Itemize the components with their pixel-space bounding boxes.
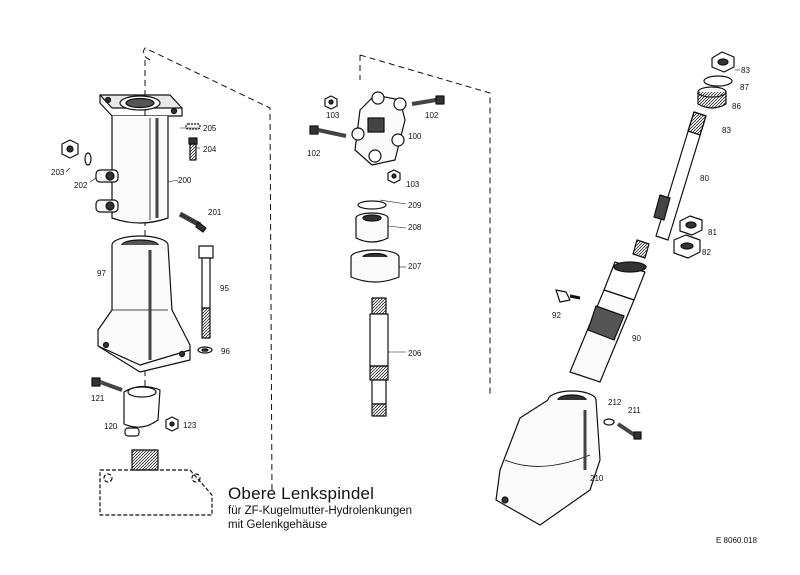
steering-gear-base-partial	[99, 449, 213, 516]
part-103-nut-top	[324, 95, 338, 110]
part-label-103-top: 103	[326, 111, 340, 120]
part-label-100: 100	[408, 132, 422, 141]
part-86-sleeve-nut	[697, 86, 727, 109]
part-207-collar	[350, 249, 400, 283]
part-label-96: 96	[221, 347, 230, 356]
part-100-universal-joint	[351, 91, 407, 166]
part-label-201: 201	[208, 208, 222, 217]
part-label-83-top: 83	[741, 66, 750, 75]
part-label-120: 120	[104, 422, 118, 431]
part-label-205: 205	[203, 124, 217, 133]
part-95-long-bolt	[198, 245, 214, 339]
part-96-washer	[197, 346, 213, 354]
part-202-washer	[84, 152, 92, 166]
part-label-202: 202	[74, 181, 88, 190]
part-label-211: 211	[628, 406, 641, 415]
part-200-upper-housing	[95, 94, 183, 224]
part-label-206: 206	[408, 349, 422, 358]
part-label-200: 200	[178, 176, 192, 185]
part-103-nut-bottom	[387, 169, 401, 184]
part-label-212: 212	[608, 398, 622, 407]
part-label-208: 208	[408, 223, 422, 232]
part-97-lower-housing	[97, 235, 191, 373]
part-label-81: 81	[708, 228, 717, 237]
diagram-subtitle-line2: mit Gelenkgehäuse	[228, 519, 328, 532]
leader-lines	[65, 69, 740, 353]
diagram-subtitle-line1: für ZF-Kugelmutter-Hydrolenkungen	[228, 504, 413, 517]
dashed-assembly-line-middle	[359, 54, 491, 395]
part-label-102-left: 102	[307, 149, 321, 158]
part-204-screw	[188, 137, 198, 161]
part-label-210: 210	[590, 474, 604, 483]
part-label-209: 209	[408, 201, 422, 210]
part-label-123: 123	[183, 421, 197, 430]
part-120-clamp	[123, 385, 161, 437]
part-label-80: 80	[700, 174, 709, 183]
part-87-ring	[703, 75, 733, 87]
drawing-code: E 8060.018	[716, 536, 757, 545]
part-label-207: 207	[408, 262, 422, 271]
part-102-bolt-left	[309, 125, 347, 138]
part-label-87: 87	[740, 83, 749, 92]
part-label-83-tube: 83	[722, 126, 731, 135]
part-90-outer-tube	[569, 261, 647, 383]
part-102-bolt-right	[411, 95, 445, 106]
part-label-102-right: 102	[425, 111, 439, 120]
part-label-203: 203	[51, 168, 65, 177]
part-203-nut	[61, 139, 79, 159]
part-208-bearing	[355, 212, 389, 243]
part-label-97: 97	[97, 269, 106, 278]
part-206-spline-shaft	[369, 297, 389, 417]
part-label-95: 95	[220, 284, 229, 293]
part-211-screw	[616, 422, 642, 440]
part-label-92: 92	[552, 311, 561, 320]
part-82-nut	[673, 234, 701, 259]
part-123-nut	[165, 416, 179, 432]
part-201-bolt	[178, 211, 207, 233]
part-label-204: 204	[203, 145, 217, 154]
part-81-nut	[679, 215, 703, 236]
part-210-joint-housing	[495, 390, 601, 526]
diagram-title: Obere Lenkspindel	[228, 484, 375, 503]
title-block: Obere Lenkspindel für ZF-Kugelmutter-Hyd…	[228, 484, 413, 532]
part-label-103-bottom: 103	[406, 180, 420, 189]
part-80-shaft-lower	[632, 239, 650, 259]
part-209-ring	[357, 200, 387, 210]
part-92-grease-nipple	[555, 289, 581, 303]
part-212-washer	[603, 418, 615, 426]
part-label-86: 86	[732, 102, 741, 111]
part-83-inner-tube	[653, 111, 707, 241]
part-label-121: 121	[91, 394, 105, 403]
part-label-82: 82	[702, 248, 711, 257]
part-121-screw	[91, 377, 123, 392]
part-83-nut-top	[711, 51, 735, 73]
part-label-90: 90	[632, 334, 641, 343]
